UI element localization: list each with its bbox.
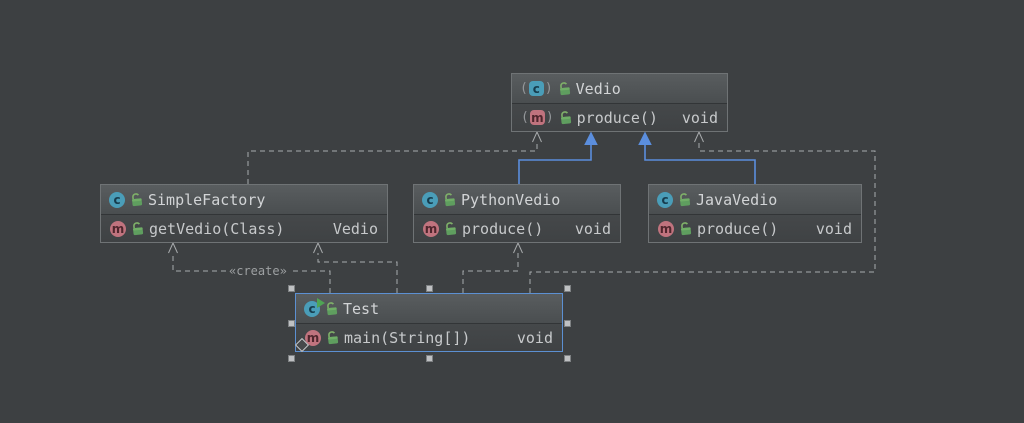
- edge-test-to-simplefactory[interactable]: [313, 241, 398, 293]
- javavedio-header[interactable]: c JavaVedio: [649, 185, 861, 215]
- test-method-row[interactable]: m main(String[]) void: [296, 324, 562, 351]
- method-icon: m: [305, 329, 321, 346]
- class-name: Vedio: [575, 79, 621, 98]
- selection-handle-bottom-left[interactable]: [288, 355, 295, 362]
- edge-simplefactory-to-vedio[interactable]: [247, 130, 542, 184]
- selection-handle-mid-right[interactable]: [564, 320, 571, 327]
- vedio-method-row[interactable]: ( m ) produce() void: [512, 104, 727, 131]
- create-stereotype-label: «create»: [226, 264, 290, 278]
- class-name: SimpleFactory: [148, 190, 266, 209]
- test-header[interactable]: c Test: [296, 294, 562, 324]
- edge-javavedio-extends-vedio[interactable]: [638, 131, 756, 185]
- return-type: void: [574, 219, 611, 238]
- method-signature: produce(): [576, 108, 658, 127]
- method-signature: produce(): [462, 219, 544, 238]
- class-node-simplefactory[interactable]: c SimpleFactory m getVedio(Class) Vedio: [100, 184, 388, 243]
- class-node-vedio[interactable]: ( c ) Vedio ( m ) produce() void: [511, 73, 728, 132]
- public-lock-icon: [324, 300, 338, 316]
- class-name: Test: [343, 299, 380, 318]
- abstract-class-icon: ( c ): [520, 81, 553, 96]
- return-type: void: [516, 328, 553, 347]
- class-node-pythonvedio[interactable]: c PythonVedio m produce() void: [413, 184, 621, 243]
- run-arrow-icon: [317, 297, 325, 308]
- selection-handle-mid-left[interactable]: [288, 320, 295, 327]
- class-name: PythonVedio: [461, 190, 561, 209]
- return-type: void: [681, 108, 718, 127]
- class-icon: c: [422, 191, 438, 208]
- return-type: Vedio: [332, 219, 378, 238]
- class-icon: c: [109, 191, 125, 208]
- pythonvedio-method-row[interactable]: m produce() void: [414, 215, 620, 242]
- javavedio-method-row[interactable]: m produce() void: [649, 215, 861, 242]
- public-lock-icon: [129, 191, 143, 207]
- vedio-header[interactable]: ( c ) Vedio: [512, 74, 727, 104]
- method-icon: m: [658, 220, 674, 237]
- public-lock-icon: [558, 109, 572, 125]
- abstract-method-icon: ( m ): [521, 110, 554, 125]
- simplefactory-method-row[interactable]: m getVedio(Class) Vedio: [101, 215, 387, 242]
- class-name: JavaVedio: [696, 190, 778, 209]
- class-icon: c: [657, 191, 673, 208]
- public-lock-icon: [325, 329, 339, 345]
- public-lock-icon: [677, 191, 691, 207]
- method-icon: m: [110, 220, 126, 237]
- edge-pythonvedio-extends-vedio[interactable]: [518, 131, 598, 185]
- edge-test-to-vedio[interactable]: [529, 130, 876, 293]
- method-signature: main(String[]): [344, 328, 471, 347]
- selection-handle-top-left[interactable]: [288, 285, 295, 292]
- selection-handle-bottom-mid[interactable]: [426, 355, 433, 362]
- edge-test-to-pythonvedio[interactable]: [462, 241, 523, 293]
- selection-handle-top-right[interactable]: [564, 285, 571, 292]
- public-lock-icon: [678, 220, 692, 236]
- selection-handle-bottom-right[interactable]: [564, 355, 571, 362]
- class-node-test[interactable]: c Test m main(String[]) void: [295, 293, 563, 352]
- method-icon: m: [423, 220, 439, 237]
- class-node-javavedio[interactable]: c JavaVedio m produce() void: [648, 184, 862, 243]
- pythonvedio-header[interactable]: c PythonVedio: [414, 185, 620, 215]
- public-lock-icon: [442, 191, 456, 207]
- method-signature: getVedio(Class): [149, 219, 285, 238]
- return-type: void: [815, 219, 852, 238]
- selection-handle-top-mid[interactable]: [426, 285, 433, 292]
- simplefactory-header[interactable]: c SimpleFactory: [101, 185, 387, 215]
- runnable-class-icon: c: [304, 297, 325, 317]
- public-lock-icon: [557, 80, 571, 96]
- public-lock-icon: [443, 220, 457, 236]
- public-lock-icon: [130, 220, 144, 236]
- method-signature: produce(): [697, 219, 779, 238]
